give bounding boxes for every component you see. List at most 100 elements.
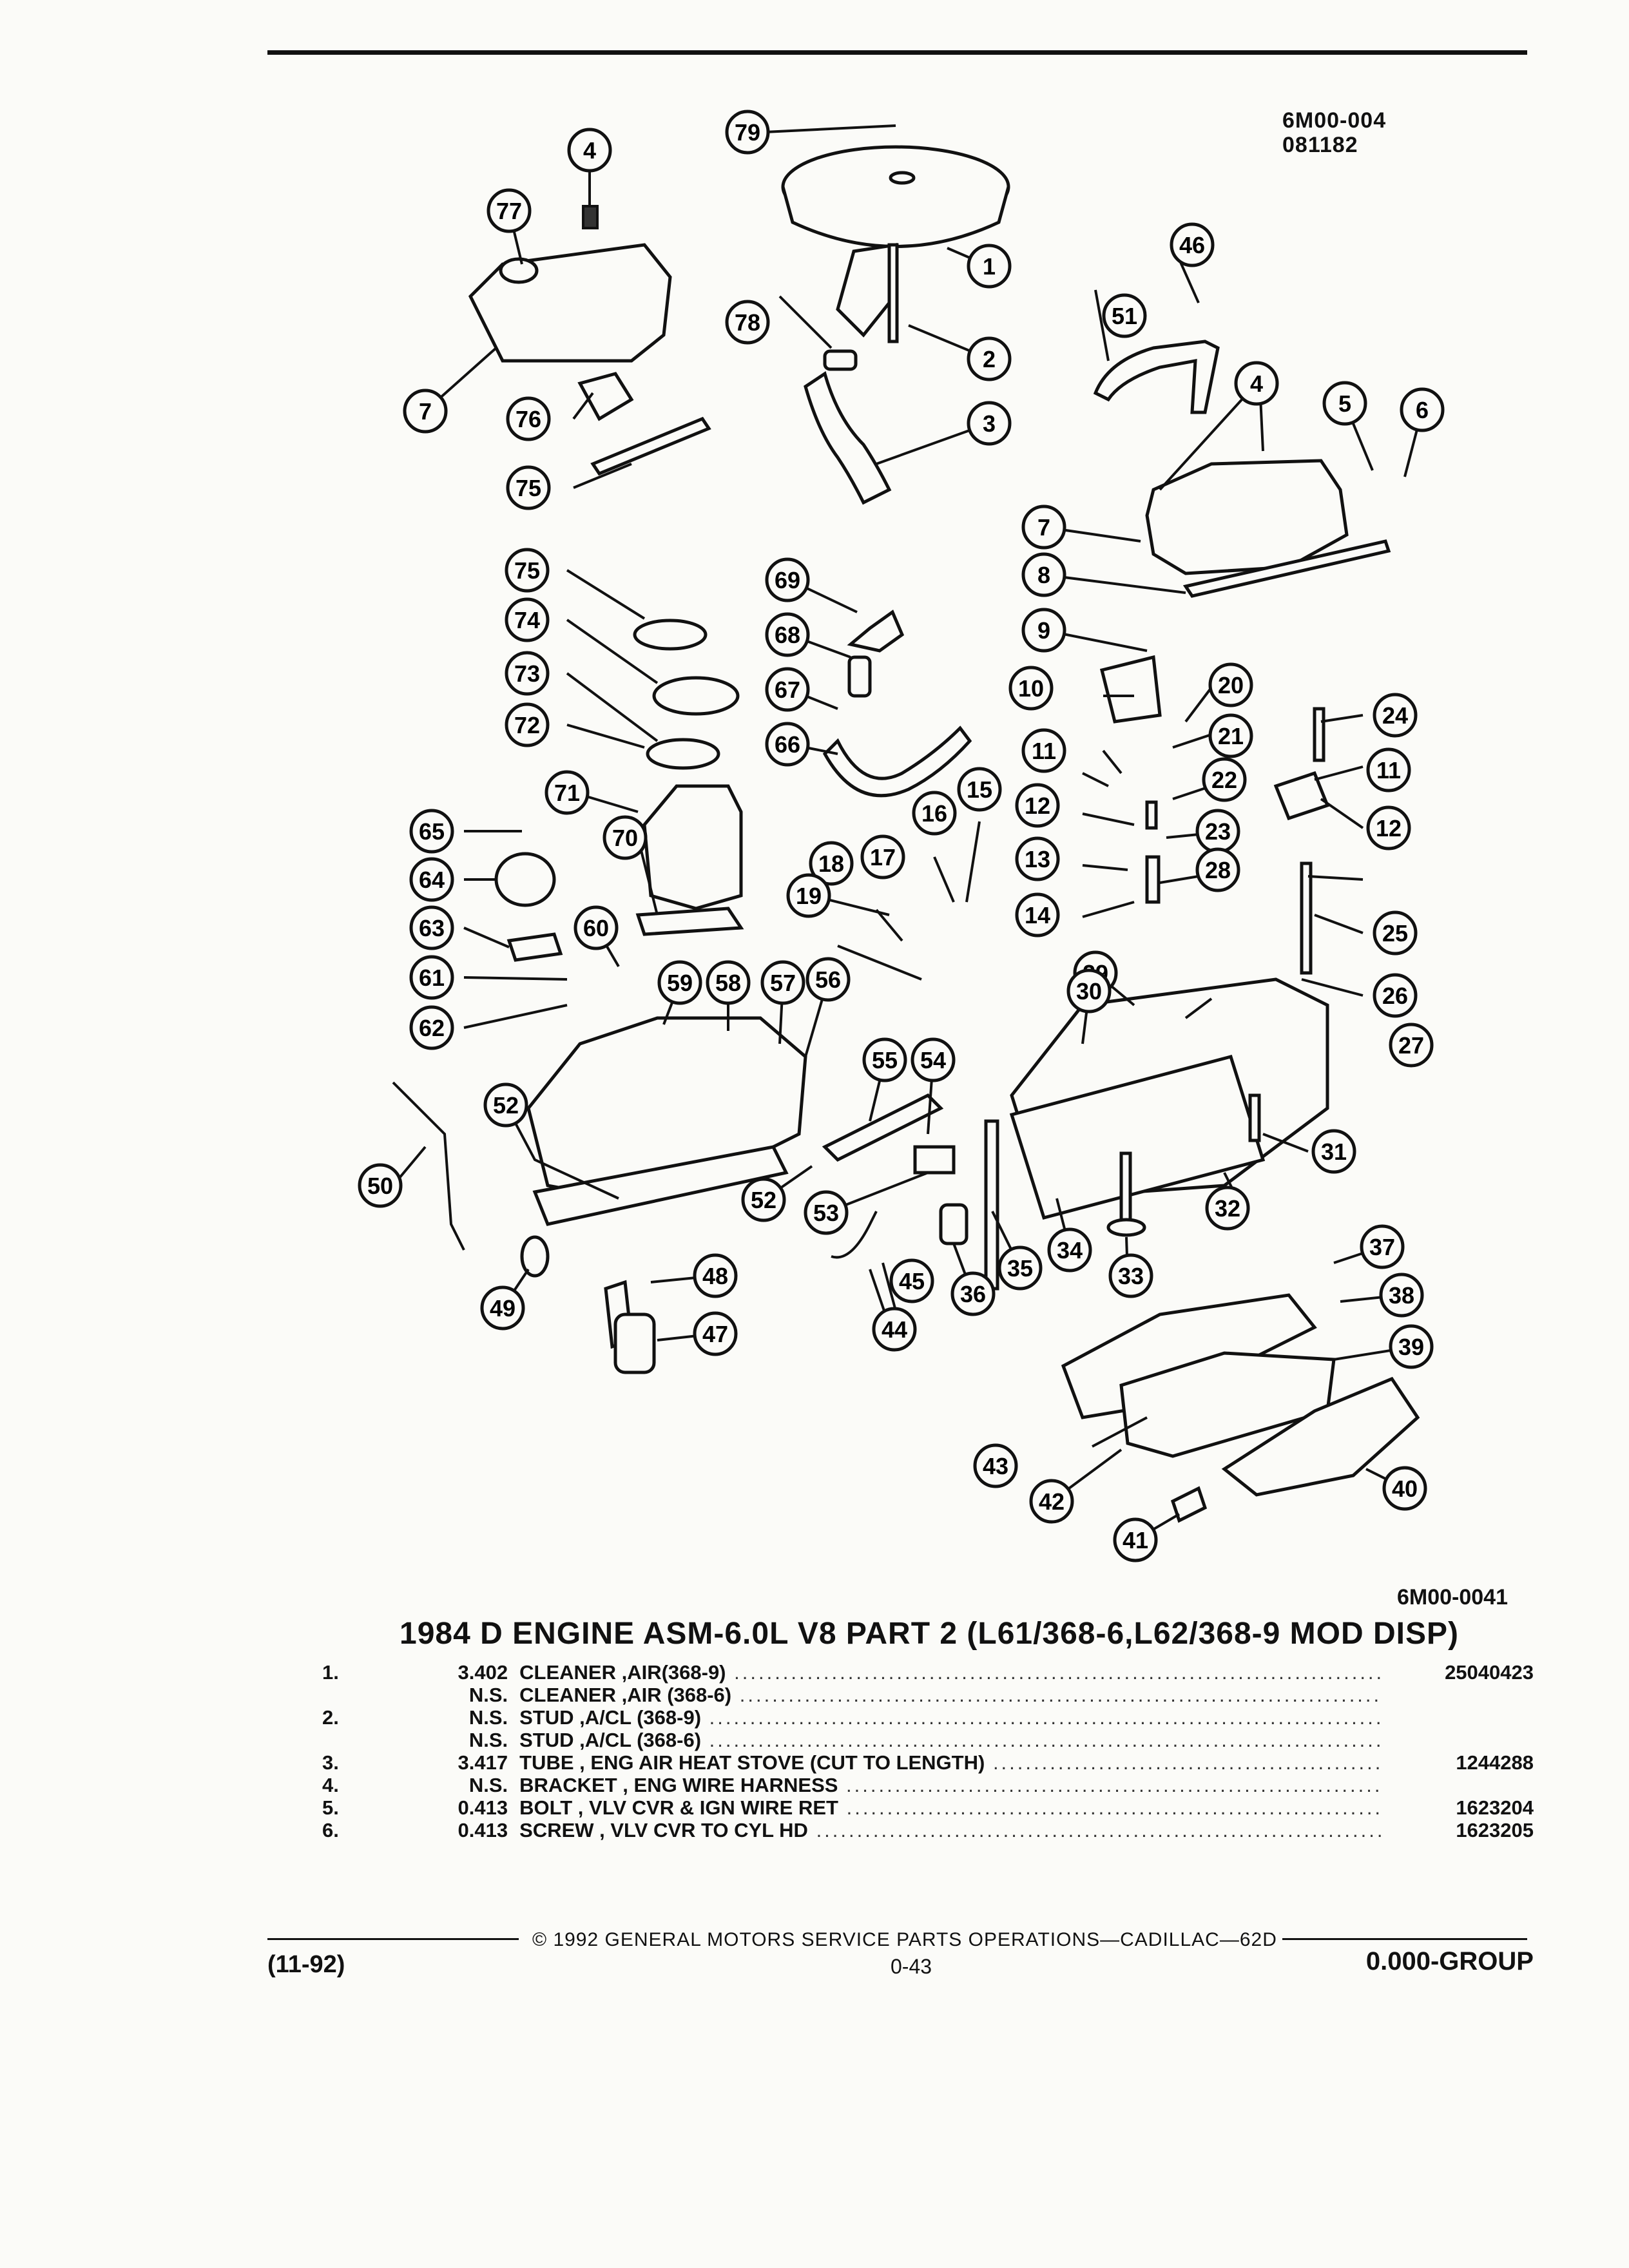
callout-16: 16 <box>912 791 957 836</box>
callout-number: 59 <box>667 970 693 996</box>
callout-circle <box>860 834 905 879</box>
throttle-bracket <box>822 1093 944 1162</box>
quantity-code: N.S. <box>468 1706 508 1729</box>
callout-circle <box>1366 805 1411 850</box>
part-description: CLEANER ,AIR (368-6) ...................… <box>519 1684 1383 1706</box>
callout-circle <box>872 1307 917 1352</box>
callout-circle <box>786 873 831 918</box>
callout-number: 4 <box>1250 370 1263 397</box>
callout-number: 22 <box>1211 767 1237 793</box>
callout-circle <box>967 401 1012 446</box>
callout-2: 2 <box>967 336 1012 381</box>
part-number <box>1383 1774 1534 1796</box>
tube-clamp <box>823 349 858 371</box>
callout-31: 31 <box>1311 1129 1356 1174</box>
part-number: 1244288 <box>1456 1751 1534 1774</box>
callout-circle <box>487 188 532 233</box>
callout-circle <box>567 128 612 173</box>
callout-circle <box>889 1258 934 1303</box>
part-number <box>1383 1729 1534 1751</box>
callout-30: 30 <box>1066 968 1112 1014</box>
dot-leader: ........................................… <box>816 1819 1383 1841</box>
part-number <box>1383 1684 1534 1706</box>
callout-circle <box>1108 1253 1153 1298</box>
callout-number: 65 <box>419 818 445 845</box>
callout-circle <box>505 702 550 747</box>
callout-circle <box>1066 968 1112 1014</box>
callout-circle <box>1322 381 1367 426</box>
oil-filler-cap <box>499 257 539 284</box>
callout-8: 8 <box>1021 552 1066 597</box>
callout-63: 63 <box>409 905 454 950</box>
callout-circle <box>1008 666 1054 711</box>
part-description: SCREW , VLV CVR TO CYL HD ..............… <box>519 1819 1383 1841</box>
callout-circle <box>657 960 702 1005</box>
callout-28: 28 <box>1195 847 1240 892</box>
callout-number: 40 <box>1392 1475 1418 1502</box>
callout-number: 16 <box>921 800 947 827</box>
callout-60: 60 <box>574 905 619 950</box>
group-label: 0.000-GROUP <box>1365 1947 1534 1975</box>
callout-circle <box>741 1177 786 1222</box>
harness-bracket-left <box>582 205 599 229</box>
callout-circle <box>409 955 454 1000</box>
dot-leader: ........................................… <box>739 1684 1383 1706</box>
item-number: 6. <box>322 1819 339 1841</box>
figure-code: 6M00-0041 <box>1396 1585 1508 1610</box>
vacuum-elbow <box>847 610 905 653</box>
part-description: BOLT , VLV CVR & IGN WIRE RET ..........… <box>519 1796 1383 1819</box>
valve-34a <box>1119 1151 1132 1226</box>
callout-5: 5 <box>1322 381 1367 426</box>
callout-number: 63 <box>419 915 445 941</box>
callout-number: 18 <box>818 850 844 877</box>
callout-circle <box>1021 728 1066 773</box>
callout-52: 52 <box>741 1177 786 1222</box>
quantity-code: 0.413 <box>458 1796 508 1819</box>
parts-row: 4.N.S.BRACKET , ENG WIRE HARNESS .......… <box>322 1774 1534 1796</box>
callout-number: 73 <box>514 660 540 687</box>
callout-circle <box>1047 1227 1092 1273</box>
callout-number: 62 <box>419 1015 445 1041</box>
callout-circle <box>765 612 810 657</box>
valve-cover-left <box>468 243 672 363</box>
callout-41: 41 <box>1113 1517 1158 1562</box>
callout-circle <box>809 841 854 886</box>
callout-number: 56 <box>815 966 841 993</box>
callout-number: 21 <box>1218 723 1244 749</box>
callout-circle <box>409 1005 454 1050</box>
head-bolt-long <box>1300 861 1313 975</box>
callout-78: 78 <box>725 300 770 345</box>
quantity-code: N.S. <box>468 1729 508 1751</box>
callout-number: 20 <box>1218 672 1244 698</box>
callout-number: 10 <box>1018 675 1044 702</box>
callout-circle <box>505 548 550 593</box>
callout-circle <box>409 809 454 854</box>
description-text: STUD ,A/CL (368-6) <box>519 1729 702 1751</box>
callout-1: 1 <box>967 244 1012 289</box>
callout-number: 14 <box>1025 902 1050 928</box>
callout-42: 42 <box>1029 1479 1074 1524</box>
callout-36: 36 <box>950 1271 996 1316</box>
callout-number: 8 <box>1037 562 1050 588</box>
callout-number: 7 <box>419 398 432 425</box>
callout-circle <box>1234 361 1279 406</box>
callout-circle <box>957 767 1002 812</box>
callout-51: 51 <box>1102 293 1147 338</box>
callout-number: 35 <box>1007 1255 1033 1282</box>
dot-leader: ........................................… <box>701 1729 1383 1751</box>
callout-79: 79 <box>725 110 770 155</box>
item-number <box>322 1684 396 1706</box>
illustration-code: 6M00-004 <box>1282 108 1387 133</box>
intake-heat-shield <box>532 1145 789 1226</box>
callout-circle <box>1382 1466 1427 1511</box>
intake-gasket-strip <box>590 416 711 476</box>
callout-circle <box>1400 387 1445 432</box>
callout-number: 78 <box>735 309 760 336</box>
dot-leader: ........................................… <box>992 1751 1383 1774</box>
callout-15: 15 <box>957 767 1002 812</box>
callout-49: 49 <box>480 1285 525 1331</box>
pcv-valve <box>847 655 872 698</box>
callout-number: 49 <box>490 1295 516 1321</box>
